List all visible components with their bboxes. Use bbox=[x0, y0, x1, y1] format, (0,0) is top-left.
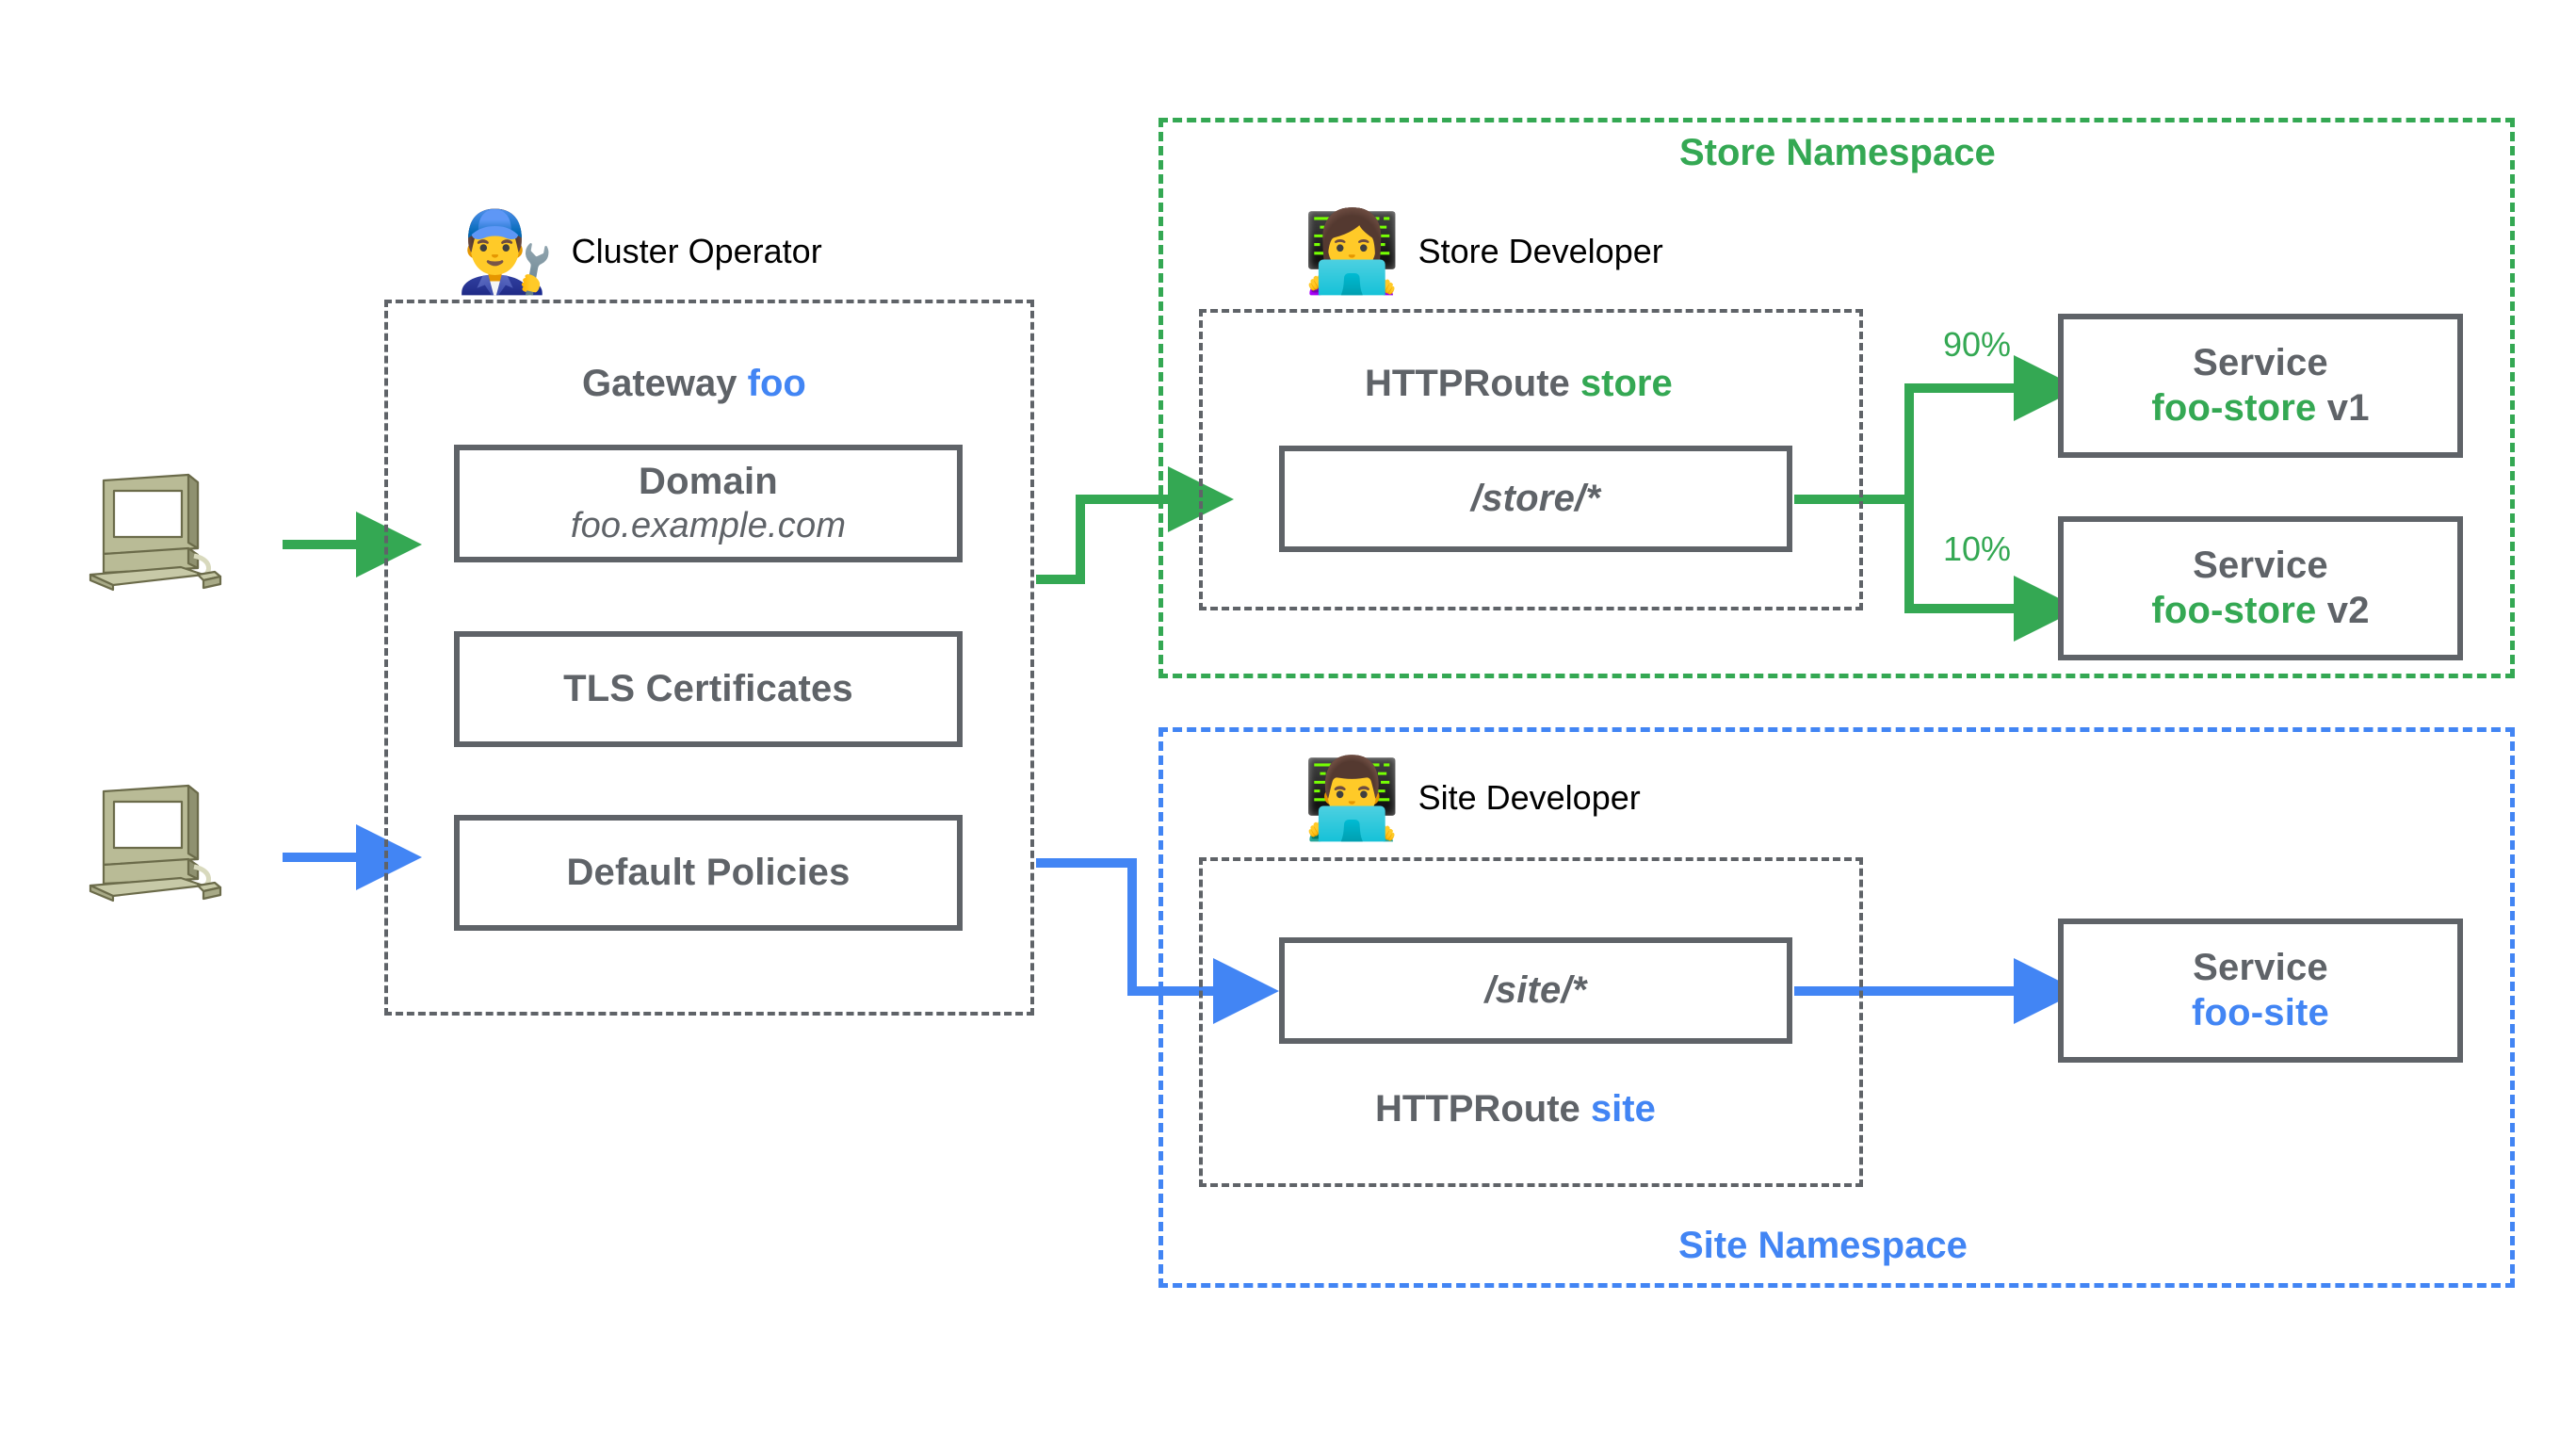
client-computer-top bbox=[89, 473, 222, 592]
store-namespace-frame bbox=[1158, 118, 2515, 678]
gateway-box-domain-subtitle: foo.example.com bbox=[570, 505, 847, 545]
store-split-weight-90: 90% bbox=[1943, 325, 2012, 364]
gateway-box-domain-title: Domain bbox=[639, 461, 778, 503]
gateway-box-default-policies[interactable]: Default Policies bbox=[454, 815, 963, 931]
site-httproute-heading-name: site bbox=[1590, 1088, 1656, 1130]
man-mechanic-emoji: 👨‍🔧 bbox=[456, 205, 555, 298]
gateway-heading-prefix: Gateway bbox=[582, 363, 737, 404]
service-box-foo-site-name-row: foo-site bbox=[2192, 991, 2329, 1035]
persona-site-developer: 👨‍💻 Site Developer bbox=[1303, 758, 1641, 837]
gateway-heading: Gateway foo bbox=[582, 363, 806, 405]
gateway-heading-name: foo bbox=[747, 363, 806, 404]
site-httproute-match-box[interactable]: /site/* bbox=[1279, 937, 1792, 1044]
service-box-foo-site-name: foo-site bbox=[2191, 991, 2330, 1033]
store-httproute-heading-prefix: HTTPRoute bbox=[1365, 363, 1570, 404]
store-namespace-label: Store Namespace bbox=[1679, 132, 1996, 173]
service-box-foo-store-v2-version: v2 bbox=[2326, 589, 2370, 631]
arrow-gateway-to-store-route bbox=[1036, 466, 1234, 584]
persona-store-developer: 👩‍💻 Store Developer bbox=[1303, 212, 1663, 291]
service-box-foo-store-v1-name: foo-store bbox=[2151, 386, 2317, 429]
service-box-foo-site[interactable]: Service foo-site bbox=[2058, 919, 2463, 1063]
site-namespace-frame bbox=[1158, 727, 2515, 1288]
gateway-box-domain[interactable]: Domain foo.example.com bbox=[454, 445, 963, 562]
persona-cluster-operator-label: Cluster Operator bbox=[571, 232, 822, 270]
site-httproute-frame bbox=[1199, 857, 1863, 1187]
store-httproute-match-box[interactable]: /store/* bbox=[1279, 446, 1792, 552]
store-httproute-heading: HTTPRoute store bbox=[1365, 363, 1673, 405]
store-httproute-frame bbox=[1199, 309, 1863, 610]
gateway-box-tls-certificates[interactable]: TLS Certificates bbox=[454, 631, 963, 747]
gateway-group-frame bbox=[384, 300, 1034, 1016]
client-computer-bottom bbox=[89, 784, 222, 903]
service-box-foo-store-v2-name-row: foo-store v2 bbox=[2151, 589, 2369, 633]
persona-cluster-operator: 👨‍🔧 Cluster Operator bbox=[456, 212, 822, 291]
site-httproute-heading: HTTPRoute site bbox=[1375, 1088, 1656, 1130]
site-httproute-match-value: /site/* bbox=[1484, 968, 1587, 1011]
service-box-foo-store-v1-title: Service bbox=[2193, 342, 2328, 384]
site-httproute-heading-prefix: HTTPRoute bbox=[1375, 1088, 1580, 1130]
gateway-box-tls-certificates-title: TLS Certificates bbox=[563, 667, 853, 709]
store-split-weight-10: 10% bbox=[1943, 529, 2012, 568]
service-box-foo-store-v1[interactable]: Service foo-store v1 bbox=[2058, 314, 2463, 458]
service-box-foo-store-v1-version: v1 bbox=[2326, 386, 2370, 429]
persona-store-developer-label: Store Developer bbox=[1418, 232, 1663, 270]
persona-site-developer-label: Site Developer bbox=[1418, 778, 1641, 817]
service-box-foo-store-v1-name-row: foo-store v1 bbox=[2151, 386, 2369, 431]
service-box-foo-store-v2-name: foo-store bbox=[2151, 589, 2317, 631]
service-box-foo-store-v2[interactable]: Service foo-store v2 bbox=[2058, 516, 2463, 660]
store-httproute-match-value: /store/* bbox=[1470, 477, 1601, 519]
woman-technologist-emoji: 👩‍💻 bbox=[1303, 205, 1401, 298]
store-httproute-heading-name: store bbox=[1580, 363, 1673, 404]
man-technologist-emoji: 👨‍💻 bbox=[1303, 752, 1401, 844]
service-box-foo-site-title: Service bbox=[2193, 947, 2328, 989]
gateway-box-default-policies-title: Default Policies bbox=[566, 851, 851, 893]
service-box-foo-store-v2-title: Service bbox=[2193, 545, 2328, 587]
site-namespace-label: Site Namespace bbox=[1678, 1225, 1968, 1266]
